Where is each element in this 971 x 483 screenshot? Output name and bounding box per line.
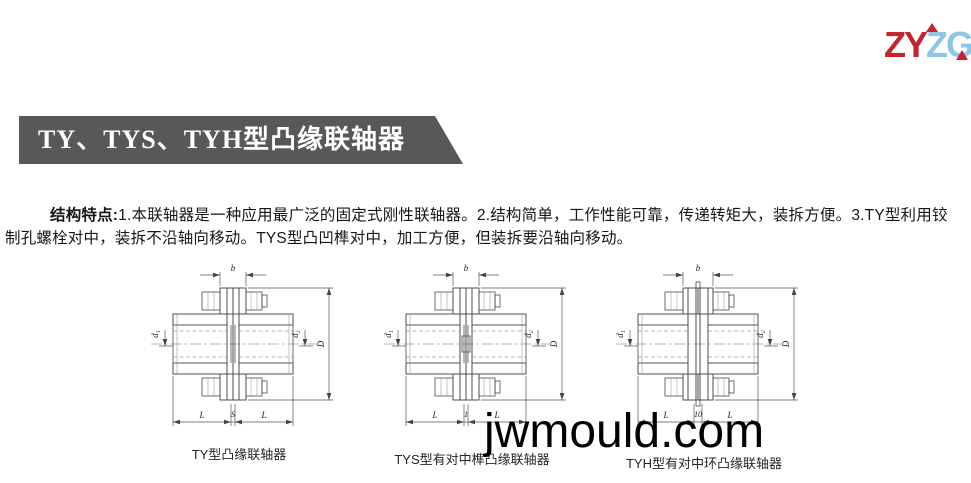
logo-triangle-g-icon: [956, 50, 968, 60]
intro-text: 1.本联轴器是一种应用最广泛的固定式刚性联轴器。2.结构简单，工作性能可靠，传递…: [5, 206, 948, 248]
dim-label: 1: [464, 410, 468, 419]
dim-label: d₁: [615, 330, 625, 338]
dim-label: L: [260, 410, 266, 420]
dim-label: d₁: [150, 330, 160, 338]
dim-label: 10: [694, 410, 702, 419]
dim-label: d₂: [290, 330, 300, 338]
page-title: TY、TYS、TYH型凸缘联轴器: [38, 125, 406, 154]
dim-label: L: [431, 410, 437, 420]
dim-label: d₁: [383, 330, 393, 338]
dim-label: L: [726, 410, 732, 420]
dim-label: L: [662, 410, 668, 420]
watermark: jwmould.com: [484, 405, 765, 458]
dim-label: D: [316, 340, 326, 348]
intro-lead-label: 结构特点:: [50, 206, 119, 224]
drawing-caption: TYS型有对中榫凸缘联轴器: [394, 452, 550, 467]
drawing-caption: TYH型有对中环凸缘联轴器: [625, 456, 782, 471]
dim-label: L: [198, 410, 204, 420]
logo-triangle-y-icon: [926, 23, 938, 32]
dim-label: S: [231, 410, 235, 419]
intro-paragraph: 结构特点:1.本联轴器是一种应用最广泛的固定式刚性联轴器。2.结构简单，工作性能…: [5, 204, 957, 251]
dim-label: L: [493, 410, 499, 420]
dim-label: D: [549, 340, 559, 348]
dim-label: b: [464, 263, 469, 273]
drawing-caption: TY型凸缘联轴器: [191, 447, 287, 462]
dim-label: b: [231, 263, 236, 273]
dim-label: b: [696, 263, 701, 273]
title-banner: TY、TYS、TYH型凸缘联轴器: [19, 116, 463, 164]
dim-label: D: [781, 340, 791, 348]
dim-label: d₂: [523, 330, 533, 338]
logo-zy: ZY: [884, 24, 928, 65]
logo: ZYZG: [884, 23, 971, 65]
dim-label: d₂: [755, 330, 765, 338]
